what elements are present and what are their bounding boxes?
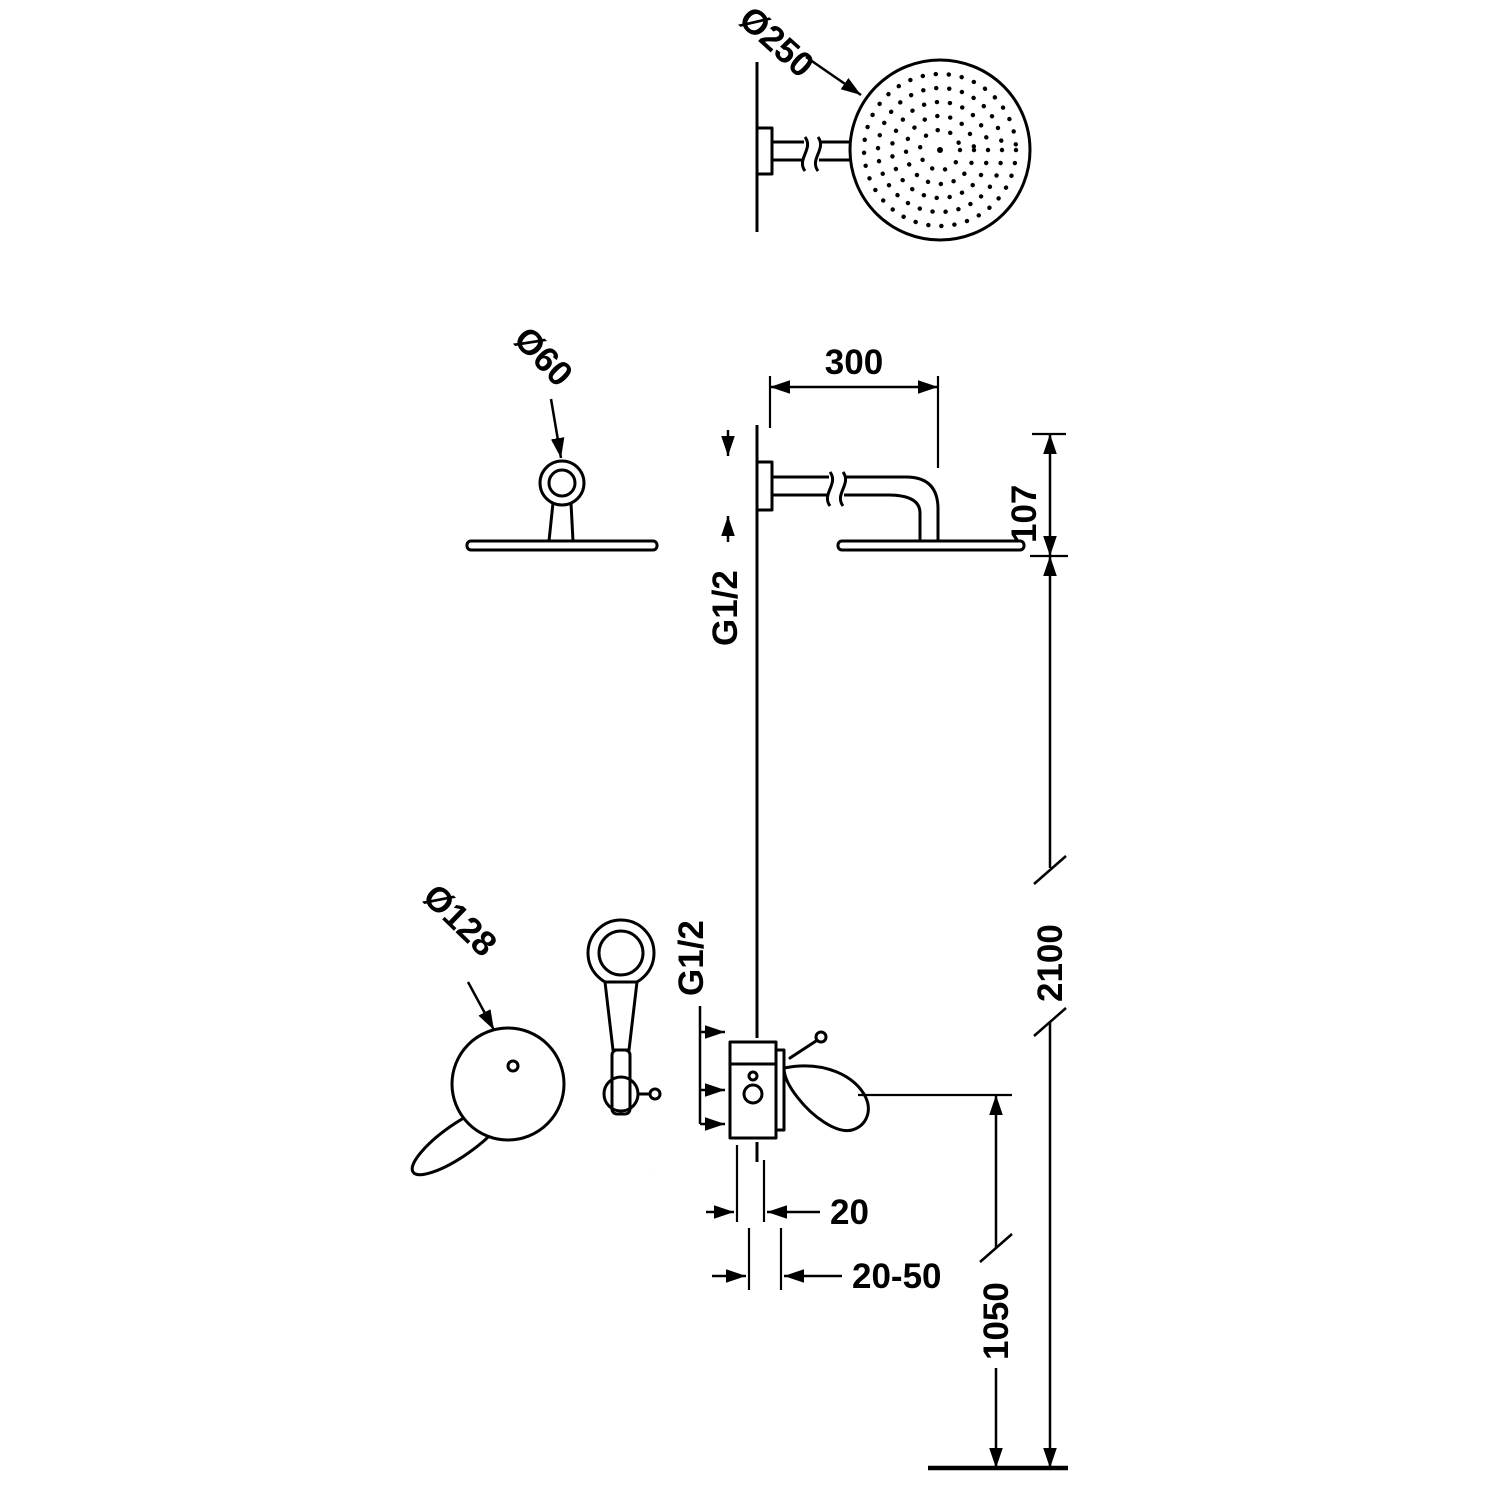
valve-faceplate: [774, 1048, 786, 1132]
drop-pipe-edge: [569, 502, 575, 542]
holder-knob: [648, 1087, 662, 1101]
break-symbol: [825, 471, 835, 507]
arm-flange-side: [538, 459, 586, 507]
nozzle-ring: [917, 127, 963, 173]
break-slash: [1033, 1007, 1067, 1037]
dim-valve-connection: G1/2: [672, 920, 725, 1131]
dim-total-height: 2100: [1031, 556, 1070, 1468]
label-head-drop: 107: [1005, 485, 1044, 543]
break-symbol: [838, 471, 848, 507]
break-symbol: [813, 136, 823, 172]
mixer-valve: [726, 1030, 870, 1142]
arm-wall-flange: [755, 460, 774, 512]
overhead-shower-front-view: [733, 58, 1032, 242]
drop-pipe-edge: [547, 502, 555, 542]
nozzle-ring: [889, 99, 991, 201]
diverter-tip: [814, 1030, 828, 1044]
trim-escutcheon: [450, 1026, 566, 1142]
arm-flange-inner: [547, 468, 577, 498]
shower-arm-outer-edge: [772, 475, 940, 541]
shower-head-side-profile: [465, 539, 659, 552]
nozzle-center-dot: [937, 147, 943, 153]
hand-shower: [584, 918, 662, 1434]
shower-arm-inner-edge: [772, 493, 922, 541]
trim-pin: [506, 1059, 520, 1073]
dim-head-drop: 107: [1005, 432, 1068, 558]
shower-hose-inner: [584, 1113, 661, 1434]
dim-arm-length: 300: [768, 343, 940, 468]
diverter-knob: [788, 1039, 818, 1060]
overhead-arm-and-head: [755, 460, 1026, 552]
valve-cartridge: [742, 1083, 764, 1105]
hand-shower-handle: [610, 1048, 632, 1116]
wall-hatching-top: [733, 62, 757, 232]
nozzle-ring: [861, 71, 1019, 229]
label-wall-thickness-range: 20-50: [852, 1257, 942, 1296]
label-top-connection: G1/2: [706, 570, 745, 646]
leader-line: [549, 398, 565, 459]
valve-screw: [747, 1070, 759, 1082]
mixer-lever-handle: [782, 1064, 870, 1133]
label-total-height: 2100: [1031, 924, 1070, 1002]
label-valve-connection: G1/2: [672, 920, 711, 996]
shower-head-side-profile: [836, 539, 1026, 552]
mixer-trim-front-view: [410, 1026, 566, 1177]
label-rough-depth: 20: [830, 1193, 869, 1232]
dim-wall-thickness: 20-50: [712, 1228, 942, 1296]
overhead-shower-side-view: [465, 459, 659, 552]
hand-shower-face: [597, 929, 645, 977]
leader-line: [805, 55, 862, 97]
leader-line: [466, 981, 496, 1031]
arm-wall-flange: [755, 126, 774, 176]
label-valve-height: 1050: [977, 1282, 1016, 1360]
dim-valve-height: 1050: [858, 1093, 1016, 1468]
dim-top-connection: G1/2: [706, 430, 745, 646]
break-symbol: [800, 136, 810, 172]
break-slash: [1033, 855, 1067, 885]
nozzle-ring: [903, 113, 977, 187]
label-arm-length: 300: [825, 343, 883, 382]
break-slash: [979, 1233, 1013, 1263]
nozzle-ring: [875, 85, 1005, 215]
dim-rough-depth: 20: [706, 1145, 869, 1232]
